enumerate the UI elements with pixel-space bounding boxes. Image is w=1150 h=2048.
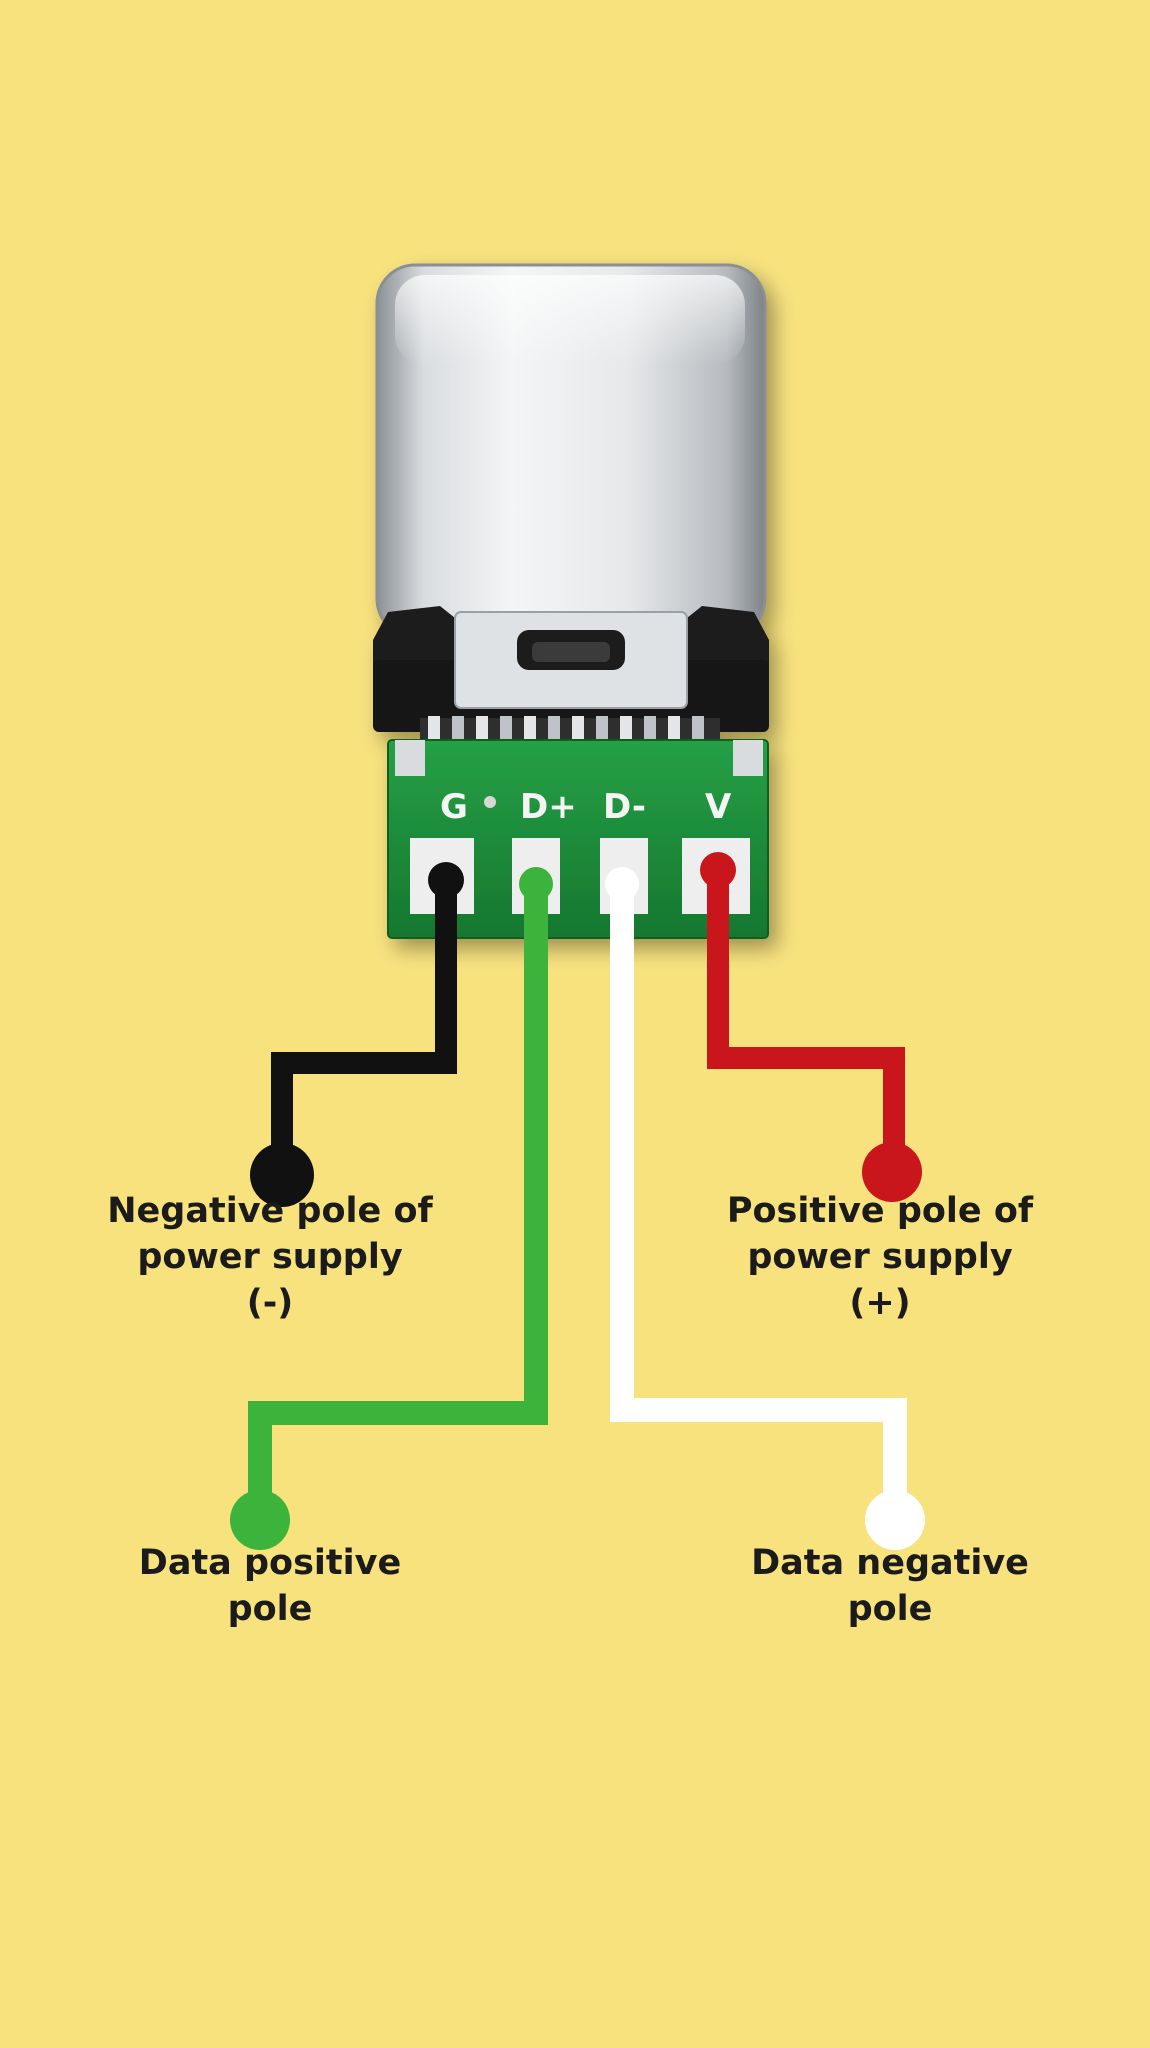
label-negative-line2: power supply — [137, 1237, 403, 1277]
label-positive-line3: (+) — [849, 1283, 911, 1323]
wire-vbus — [707, 859, 905, 1176]
label-data-negative-line2: pole — [847, 1589, 933, 1629]
wire-data-minus — [610, 872, 907, 1527]
label-negative-line1: Negative pole of — [107, 1191, 433, 1231]
pcb-label-dminus: D- — [603, 787, 646, 827]
pcb-label-g: G — [440, 787, 468, 827]
label-positive-line1: Positive pole of — [726, 1191, 1034, 1231]
wire-data-plus — [248, 872, 548, 1527]
label-data-positive-line2: pole — [227, 1589, 313, 1629]
label-data-positive: Data positive pole — [60, 1540, 480, 1632]
pcb-label-dplus: D+ — [520, 787, 577, 827]
label-positive-line2: power supply — [747, 1237, 1013, 1277]
pcb-side-pad-left — [395, 740, 425, 776]
center-slot-inner — [532, 642, 610, 662]
pcb-board — [387, 739, 769, 939]
terminal-vbus — [862, 1142, 922, 1202]
solder-blob-dplus — [519, 867, 553, 901]
terminal-ground — [250, 1143, 314, 1207]
label-negative-pole: Negative pole of power supply (-) — [60, 1188, 480, 1326]
pcb-label-v: V — [705, 787, 732, 827]
label-data-negative: Data negative pole — [680, 1540, 1100, 1632]
solder-blob-dminus — [605, 867, 639, 901]
label-positive-pole: Positive pole of power supply (+) — [670, 1188, 1090, 1326]
label-negative-line3: (-) — [246, 1283, 294, 1323]
label-data-negative-line1: Data negative — [751, 1543, 1029, 1583]
wire-ground — [271, 869, 457, 1181]
terminal-data-minus — [865, 1490, 925, 1550]
pcb-via — [484, 796, 496, 808]
solder-blob-g — [428, 862, 464, 898]
pcb-side-pad-right — [733, 740, 763, 776]
usb-c-connector: G D+ D- V — [373, 263, 769, 939]
label-data-positive-line1: Data positive — [138, 1543, 402, 1583]
terminal-data-plus — [230, 1490, 290, 1550]
shell-highlight — [395, 275, 745, 365]
solder-blob-v — [700, 852, 736, 888]
